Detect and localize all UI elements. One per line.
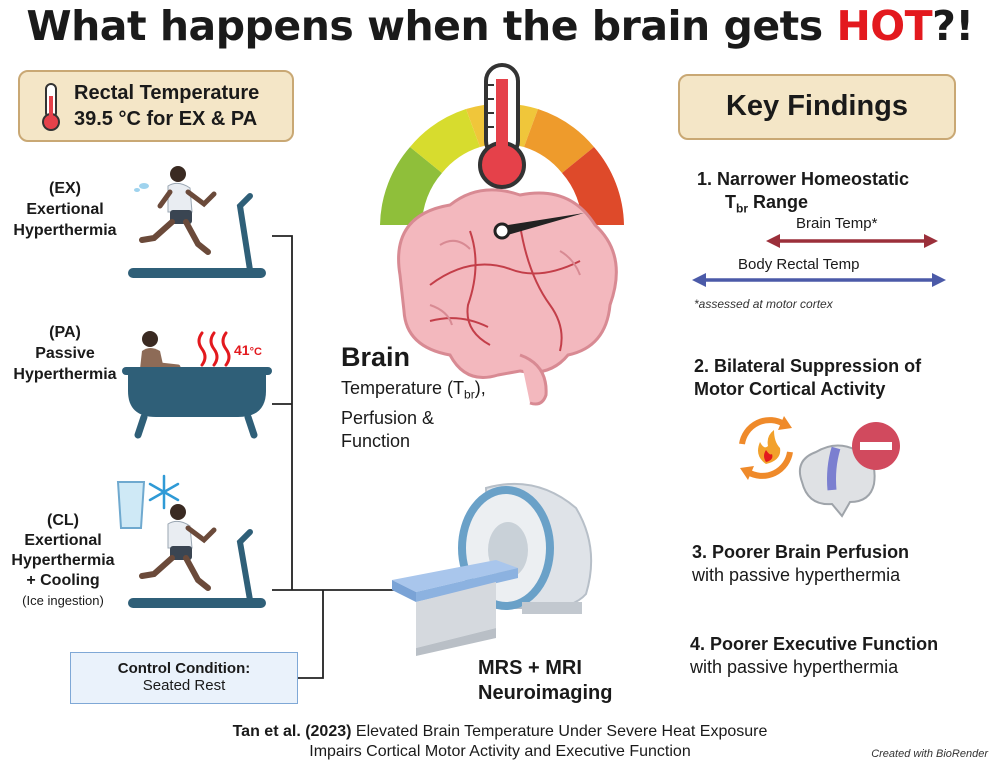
title-text: What happens when the brain gets <box>26 2 837 50</box>
rectal-label: Rectal Temperature <box>74 82 260 104</box>
control-title: Control Condition: <box>117 660 251 677</box>
finding-4-detail: with passive hyperthermia <box>690 657 899 677</box>
mri-scanner-icon <box>392 482 593 656</box>
rectal-value: 39.5 °C for EX & PA <box>74 108 258 130</box>
ex-line1: Exertional <box>26 201 104 218</box>
biorender-credit: Created with BioRender <box>871 748 988 760</box>
finding-4: 4. Poorer Executive Function with passiv… <box>690 633 938 679</box>
rectal-temp-arrow <box>692 273 946 287</box>
condition-pa: (PA) Passive Hyperthermia <box>6 322 124 385</box>
brain-line1-sub: br <box>464 387 475 402</box>
treadmill-runner-cooling-icon <box>128 504 266 608</box>
bath-temp-unit: °C <box>249 346 262 358</box>
brain-illustration <box>397 188 618 406</box>
thermometer-big-icon <box>478 63 526 189</box>
title-hot-word: HOT <box>836 2 933 50</box>
control-detail: Seated Rest <box>142 677 226 694</box>
citation-authors: Tan et al. (2023) <box>232 723 352 740</box>
bathtub-icon <box>122 331 272 439</box>
cl-line3: + Cooling <box>26 572 100 589</box>
finding-4-title: 4. Poorer Executive Function <box>690 634 939 654</box>
brain-temp-arrow-label: Brain Temp* <box>796 215 878 232</box>
cl-line2: Hyperthermia <box>11 552 115 569</box>
cl-code: (CL) <box>47 512 79 529</box>
cl-line1: Exertional <box>24 532 102 549</box>
finding-1: 1. Narrower Homeostatic Tbr Range <box>697 168 909 221</box>
temperature-range-arrows <box>692 234 946 287</box>
brain-heading: Brain <box>341 342 411 372</box>
finding-2-line2: Motor Cortical Activity <box>694 379 886 399</box>
finding-1-line2-sub: br <box>736 201 748 216</box>
rectal-temperature-box: Rectal Temperature 39.5 °C for EX & PA <box>18 70 294 142</box>
brain-line1-post: ), <box>474 378 486 398</box>
pa-code: (PA) <box>49 324 81 341</box>
finding-3-title: 3. Poorer Brain Perfusion <box>692 542 910 562</box>
fire-cycle-icon <box>739 416 793 480</box>
cortical-suppression-icon <box>739 416 900 518</box>
condition-cl: (CL) Exertional Hyperthermia + Cooling (… <box>4 511 122 611</box>
brain-line3: Function <box>341 430 411 451</box>
rectal-temp-arrow-label: Body Rectal Temp <box>738 256 860 273</box>
finding-1-note: *assessed at motor cortex <box>694 297 833 311</box>
small-brain-icon <box>798 444 876 518</box>
treadmill-runner-icon <box>128 166 266 278</box>
citation: Tan et al. (2023) Elevated Brain Tempera… <box>0 722 1000 762</box>
key-findings-title: Key Findings <box>725 90 909 122</box>
citation-title-1: Elevated Brain Temperature Under Severe … <box>351 723 768 740</box>
ice-water-icon <box>116 474 180 529</box>
finding-1-line2-post: Range <box>748 192 809 212</box>
thermometer-icon <box>42 83 60 131</box>
gauge-needle <box>502 213 584 236</box>
condition-ex: (EX) Exertional Hyperthermia <box>6 178 124 241</box>
imaging-line1: MRS + MRI <box>478 657 582 679</box>
finding-2-line1: 2. Bilateral Suppression of <box>694 356 922 376</box>
ex-line2: Hyperthermia <box>13 222 117 239</box>
imaging-line2: Neuroimaging <box>478 682 613 704</box>
cl-note: (Ice ingestion) <box>22 593 104 608</box>
minus-icon <box>852 422 900 470</box>
finding-1-line2: T <box>725 192 736 212</box>
bath-temperature: 41°C <box>234 342 262 358</box>
brain-temperature-gauge <box>380 63 624 406</box>
finding-3-detail: with passive hyperthermia <box>692 565 901 585</box>
brain-temp-arrow <box>766 234 938 248</box>
brain-line2: Perfusion & <box>341 407 435 428</box>
imaging-label: MRS + MRI Neuroimaging <box>478 656 612 706</box>
pa-line2: Hyperthermia <box>13 366 117 383</box>
control-condition-box: Control Condition: Seated Rest <box>70 652 298 704</box>
key-findings-box: Key Findings <box>678 74 956 140</box>
finding-1-line1: 1. Narrower Homeostatic <box>697 169 910 189</box>
bath-temp-value: 41 <box>234 342 250 358</box>
citation-title-2: Impairs Cortical Motor Activity and Exec… <box>309 743 691 760</box>
brain-label: Brain Temperature (Tbr), Perfusion & Fun… <box>341 342 486 453</box>
page-title: What happens when the brain gets HOT?! <box>0 2 1000 50</box>
pa-line1: Passive <box>35 345 95 362</box>
finding-2: 2. Bilateral Suppression of Motor Cortic… <box>694 355 921 401</box>
ex-code: (EX) <box>49 180 81 197</box>
finding-3: 3. Poorer Brain Perfusion with passive h… <box>692 541 909 587</box>
brain-line1: Temperature (T <box>341 378 465 398</box>
title-suffix: ?! <box>932 2 974 50</box>
